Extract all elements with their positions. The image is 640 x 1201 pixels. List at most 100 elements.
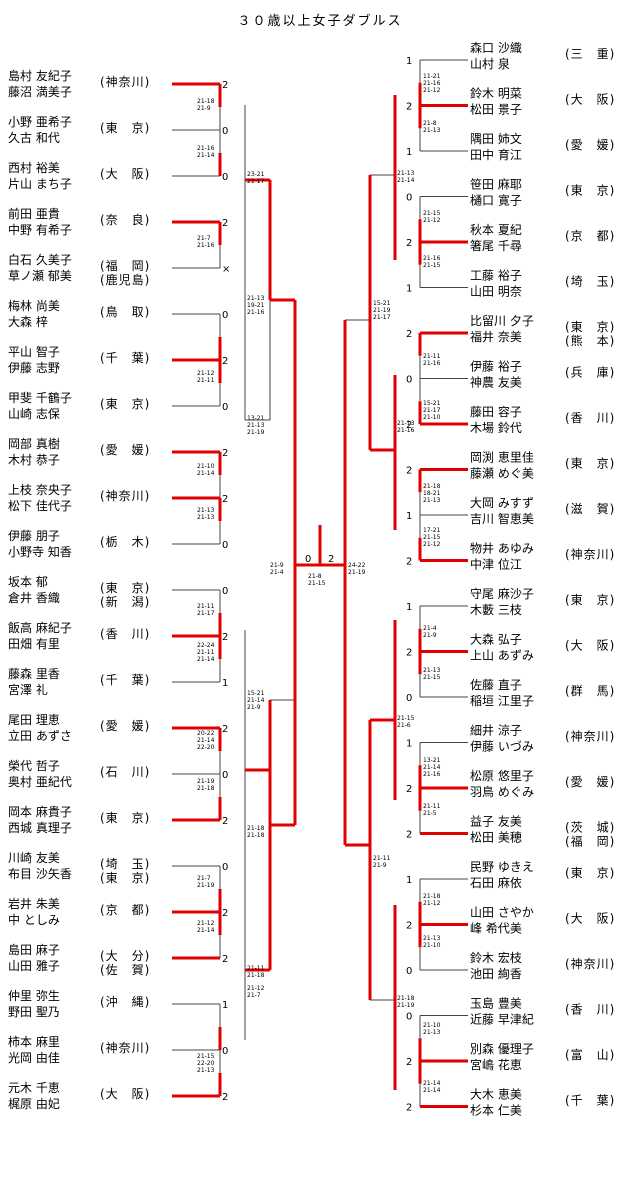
team-player-1: 藤田 容子: [470, 404, 522, 419]
round1-score: 0: [222, 586, 228, 597]
round1-score: 0: [406, 193, 412, 204]
team-player-2: 吉川 智恵美: [470, 511, 534, 526]
team-player-1: 別森 優理子: [470, 1041, 534, 1056]
team-prefecture: (東 京)(熊 本): [565, 320, 615, 348]
team-player-2: 木藪 三枝: [470, 602, 522, 617]
team-player-1: 坂本 郁: [8, 574, 48, 589]
round1-score: 2: [406, 466, 412, 477]
team-player-2: 田中 育江: [470, 147, 522, 162]
team-player-2: 宮嶋 花恵: [470, 1057, 522, 1072]
team-player-1: 柿本 麻里: [8, 1034, 60, 1049]
round1-score: 0: [222, 1046, 228, 1057]
final-right-score: 2: [328, 554, 334, 565]
team-player-2: 池田 絢香: [470, 966, 522, 981]
team-player-2: 山崎 志保: [8, 407, 60, 421]
team-player-1: 西村 裕美: [8, 160, 60, 175]
team-player-2: 西城 真理子: [8, 821, 72, 835]
team-player-1: 川崎 友美: [8, 851, 60, 865]
team-player-2: 杉本 仁美: [470, 1104, 522, 1118]
round1-score: 2: [222, 724, 228, 735]
team-player-2: 奥村 亜紀代: [8, 775, 72, 789]
team-player-1: 大木 恵美: [470, 1088, 522, 1102]
team-prefecture: (香 川): [100, 627, 150, 641]
team-prefecture: (愛 媛): [565, 138, 615, 152]
team-player-1: 鈴木 明菜: [470, 86, 522, 101]
team-player-1: 森口 沙織: [470, 40, 522, 55]
round1-score: 1: [406, 147, 412, 158]
team-player-1: 岡本 麻貴子: [8, 804, 72, 819]
round1-score: 2: [222, 816, 228, 827]
round1-score: 2: [406, 102, 412, 113]
team-player-1: 山田 さやか: [470, 906, 534, 920]
team-player-2: 近藤 早津紀: [470, 1013, 534, 1027]
team-prefecture: (兵 庫): [565, 366, 615, 380]
team-player-1: 上枝 奈央子: [8, 482, 72, 497]
team-player-1: 前田 亜貴: [8, 206, 60, 221]
team-prefecture: (東 京): [565, 593, 615, 607]
round1-score: 2: [222, 80, 228, 91]
round1-score: 0: [406, 693, 412, 704]
team-player-2: 片山 まち子: [8, 177, 72, 191]
team-player-2: 布目 沙矢香: [8, 867, 72, 881]
team-player-1: 島村 友紀子: [8, 68, 72, 83]
team-player-1: 梅林 尚美: [8, 298, 60, 313]
round1-score: 1: [406, 284, 412, 295]
round1-score: 2: [222, 908, 228, 919]
team-prefecture: (埼 玉): [565, 275, 615, 289]
round1-score: 2: [222, 494, 228, 505]
team-prefecture: (東 京): [565, 184, 615, 198]
team-player-1: 比留川 夕子: [470, 314, 534, 328]
team-player-1: 岡部 真樹: [8, 436, 60, 451]
round1-score: 1: [406, 875, 412, 886]
team-player-2: 宮澤 礼: [8, 682, 48, 697]
team-prefecture: (富 山): [565, 1047, 615, 1062]
round1-score: 1: [406, 511, 412, 522]
round1-score: 0: [406, 1012, 412, 1023]
round1-score: 2: [406, 557, 412, 568]
team-player-1: 松原 悠里子: [470, 768, 534, 783]
team-player-2: 田畑 有里: [8, 637, 60, 651]
team-player-2: 立田 あずさ: [8, 728, 72, 743]
team-prefecture: (愛 媛): [100, 443, 150, 457]
team-player-1: 小野 亜希子: [8, 114, 72, 129]
team-player-2: 中 としみ: [8, 912, 60, 927]
team-player-2: 山田 雅子: [8, 958, 60, 973]
round1-score: 0: [222, 402, 228, 413]
team-prefecture: (千 葉): [565, 1094, 615, 1108]
team-player-1: 島田 麻子: [8, 942, 60, 957]
team-player-1: 飯高 麻紀子: [8, 620, 72, 635]
team-player-1: 秋本 夏紀: [470, 223, 522, 237]
team-prefecture: (滋 賀): [565, 502, 615, 516]
team-player-1: 藤森 里香: [8, 666, 60, 681]
team-player-1: 仲里 弥生: [8, 988, 60, 1003]
round1-score: 1: [406, 739, 412, 750]
team-player-2: 神農 友美: [470, 376, 522, 390]
round1-score: 0: [222, 172, 228, 183]
team-player-2: 光岡 由佳: [8, 1051, 60, 1065]
team-player-2: 樋口 寛子: [470, 193, 522, 208]
team-prefecture: (大 阪): [565, 912, 615, 926]
round1-score: 2: [406, 921, 412, 932]
page-title: ３０歳以上女子ダブルス: [237, 14, 403, 29]
